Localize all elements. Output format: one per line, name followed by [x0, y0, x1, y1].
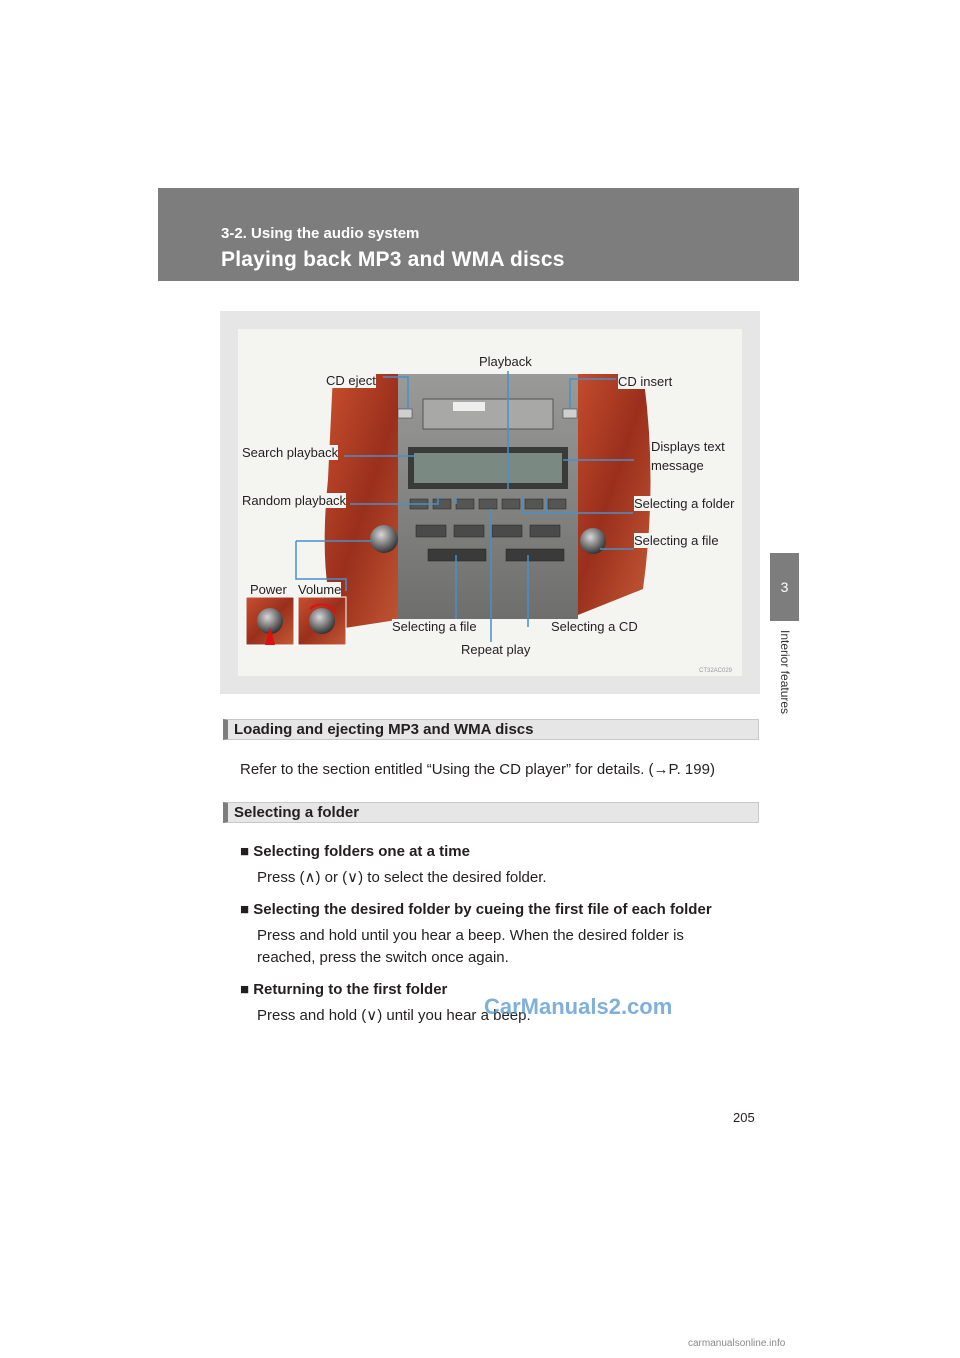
- figure-canvas: CD eject Playback CD insert Search playb…: [238, 329, 742, 676]
- page-title: Playing back MP3 and WMA discs: [221, 248, 565, 271]
- item-text-returning: Press and hold (∨) until you hear a beep…: [257, 1007, 531, 1024]
- section-text-loading: Refer to the section entitled “Using the…: [240, 761, 715, 778]
- item-title-returning: ■ Returning to the first folder: [240, 981, 448, 998]
- chapter-tab[interactable]: 3: [770, 553, 799, 621]
- page-header: 3-2. Using the audio system Playing back…: [158, 188, 799, 281]
- watermark: CarManuals2.com: [484, 994, 673, 1019]
- item-text-cueing-2: reached, press the switch once again.: [257, 949, 509, 966]
- callout-displays-text: Displays text: [651, 439, 725, 454]
- item-title-one-at-a-time: ■ Selecting folders one at a time: [240, 843, 470, 860]
- section-heading-folder: Selecting a folder: [223, 802, 759, 823]
- callout-selecting-folder: Selecting a folder: [634, 496, 735, 511]
- callout-playback: Playback: [479, 354, 532, 369]
- callout-search-playback: Search playback: [242, 445, 339, 460]
- callout-selecting-file-right: Selecting a file: [634, 533, 719, 548]
- callout-displays-text-2: message: [651, 458, 704, 473]
- page-number: 205: [733, 1110, 755, 1125]
- audio-panel-illustration: [245, 371, 651, 647]
- item-text-one-at-a-time: Press (∧) or (∨) to select the desired f…: [257, 869, 547, 886]
- callout-selecting-file-bottom: Selecting a file: [392, 619, 477, 634]
- callout-power: Power: [250, 582, 287, 597]
- chapter-label: Interior features: [778, 630, 792, 715]
- section-label: 3-2. Using the audio system: [221, 225, 420, 242]
- callout-repeat-play: Repeat play: [461, 642, 531, 657]
- callout-cd-insert: CD insert: [618, 374, 673, 389]
- item-title-cueing: ■ Selecting the desired folder by cueing…: [240, 901, 712, 918]
- item-text-cueing-1: Press and hold until you hear a beep. Wh…: [257, 927, 684, 944]
- callout-cd-eject: CD eject: [326, 373, 376, 388]
- section-heading-loading: Loading and ejecting MP3 and WMA discs: [223, 719, 759, 740]
- audio-panel-figure: CD eject Playback CD insert Search playb…: [220, 311, 760, 694]
- callout-volume: Volume: [298, 582, 342, 597]
- footer-mark: carmanualsonline.info: [688, 1338, 786, 1349]
- callout-selecting-cd: Selecting a CD: [551, 619, 638, 634]
- callout-random-playback: Random playback: [242, 493, 347, 508]
- figure-code: CT32AC029: [699, 668, 733, 674]
